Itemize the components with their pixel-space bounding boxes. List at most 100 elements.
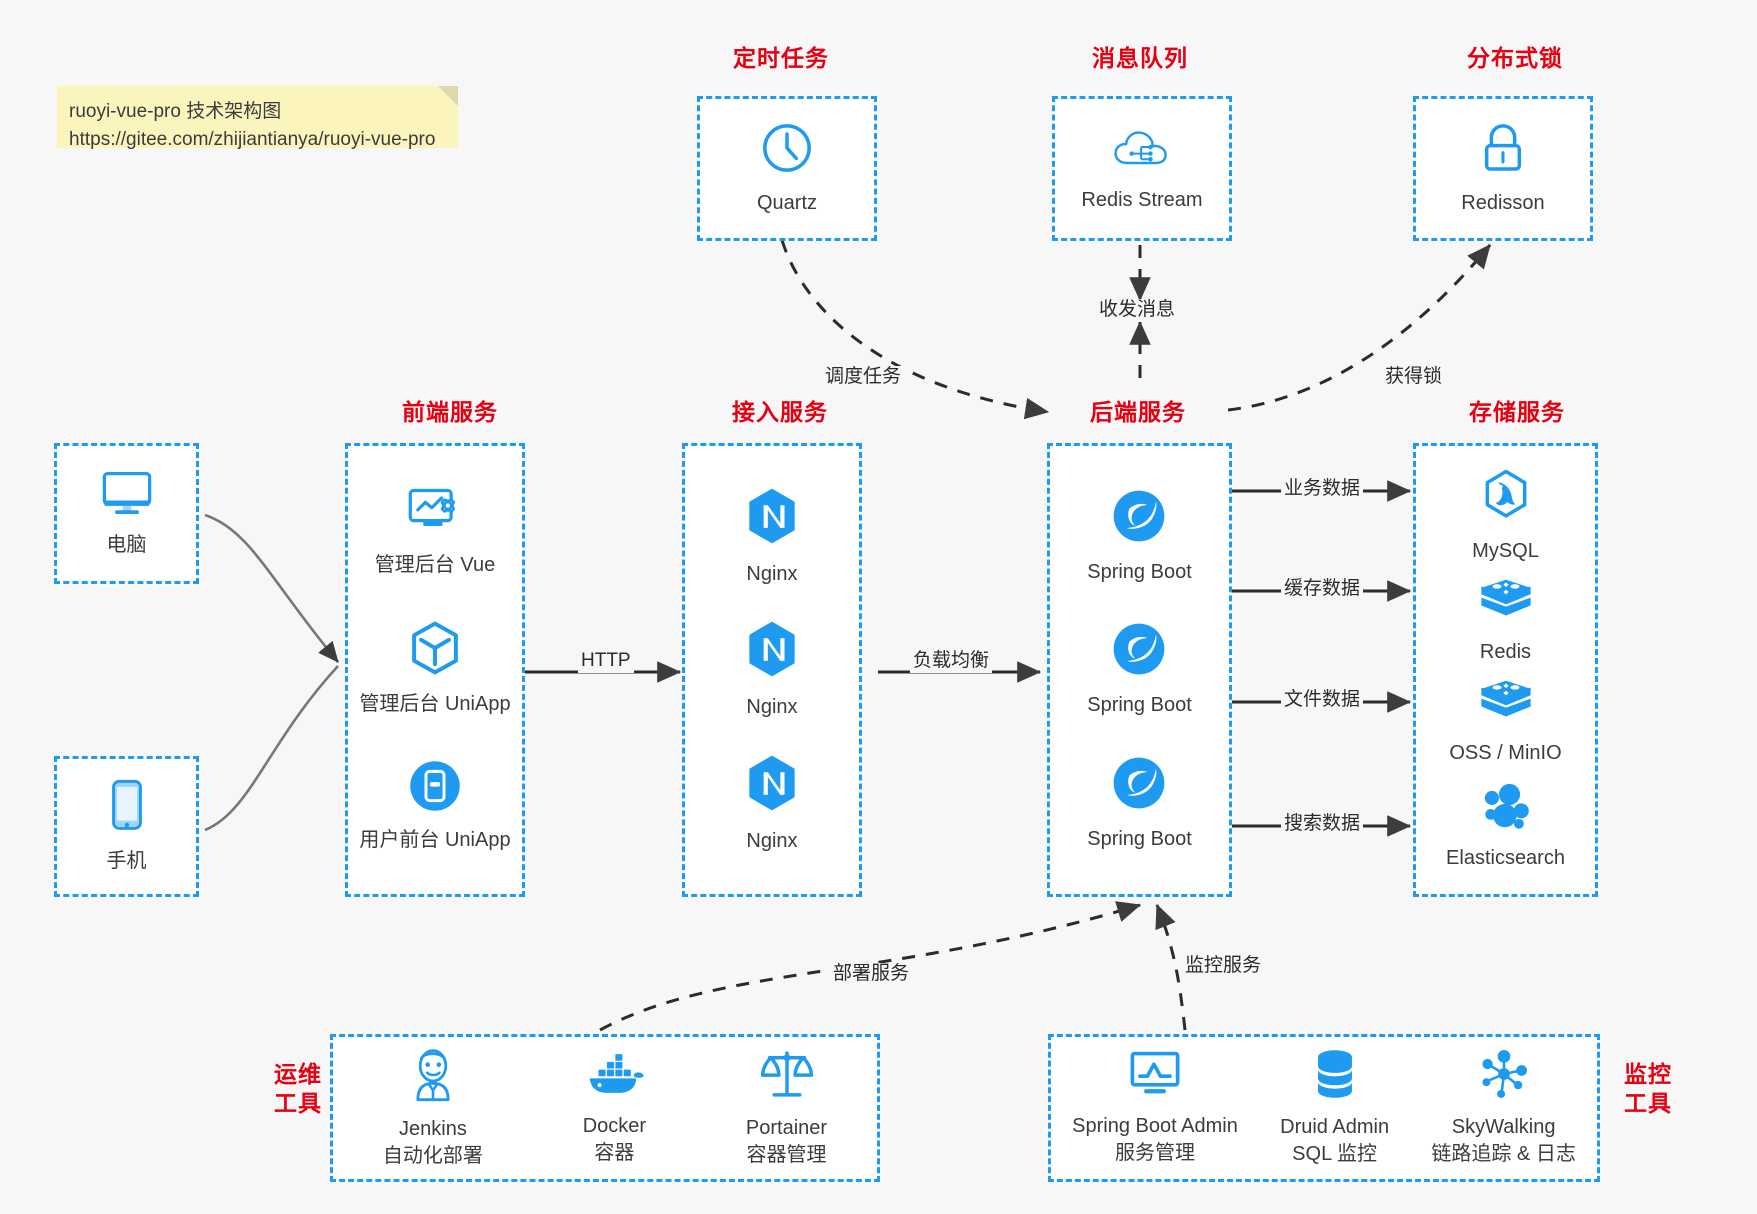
group-backend-service[interactable]: Spring Boot Spring Boot Spring Boot (1047, 443, 1232, 897)
node-sublabel: 容器管理 (746, 1144, 827, 1166)
caption-line-2: 工具 (1624, 1089, 1672, 1116)
edge-label-deploy-service: 部署服务 (830, 963, 913, 986)
node-sublabel: 容器 (594, 1142, 635, 1164)
caption-message-queue: 消息队列 (1092, 45, 1188, 71)
node-label: Spring Boot (1087, 561, 1192, 584)
dashboard-gear-icon (406, 486, 464, 543)
group-access-service[interactable]: Nginx Nginx Nginx (682, 443, 862, 897)
group-client-computer[interactable]: 电脑 (54, 443, 199, 584)
group-frontend-service[interactable]: 管理后台 Vue 管理后台 UniApp 用户前台 UniApp (345, 443, 525, 897)
group-client-phone[interactable]: 手机 (54, 756, 199, 897)
node-admin-uniapp[interactable]: 管理后台 UniApp (359, 619, 511, 718)
node-oss-minio[interactable]: OSS / MinIO (1449, 678, 1562, 767)
node-user-uniapp[interactable]: 用户前台 UniApp (359, 759, 511, 854)
edge-label-load-balance: 负载均衡 (910, 650, 993, 673)
node-nginx-3[interactable]: Nginx (743, 752, 801, 855)
node-computer[interactable]: 电脑 (99, 468, 155, 559)
group-devops-tools[interactable]: Jenkins 自动化部署 (330, 1034, 880, 1182)
edge-label-http: HTTP (578, 650, 634, 673)
node-nginx-1[interactable]: Nginx (743, 485, 801, 588)
node-label: Nginx (746, 829, 798, 852)
monitor-icon (99, 468, 155, 523)
caption-line-1: 监控 (1624, 1061, 1672, 1087)
node-nginx-2[interactable]: Nginx (743, 618, 801, 721)
smartphone-icon (107, 778, 147, 839)
nginx-icon (743, 485, 801, 552)
node-label: Redisson (1461, 192, 1545, 214)
mobile-app-icon (408, 759, 462, 818)
node-label: Quartz (756, 192, 818, 214)
nginx-icon (743, 618, 801, 685)
node-jenkins[interactable]: Jenkins 自动化部署 (383, 1046, 483, 1170)
lock-icon (1477, 120, 1529, 181)
node-label: Nginx (746, 696, 798, 719)
edge-label-business-data: 业务数据 (1281, 478, 1364, 501)
caption-scheduled-task: 定时任务 (733, 45, 829, 71)
node-label: Druid Admin (1280, 1116, 1390, 1138)
node-spring-boot-3[interactable]: Spring Boot (1087, 754, 1192, 853)
node-label: 用户前台 UniApp (359, 828, 511, 851)
node-redis-stream[interactable]: Redis Stream (1081, 123, 1203, 214)
object-storage-icon (1478, 678, 1534, 731)
node-label: Jenkins (399, 1118, 467, 1140)
caption-access-service: 接入服务 (732, 399, 828, 425)
edge-label-search-data: 搜索数据 (1281, 813, 1364, 836)
note-url: https://gitee.com/zhijiantianya/ruoyi-vu… (69, 128, 436, 150)
node-mysql[interactable]: MySQL (1472, 468, 1539, 565)
caption-frontend-service: 前端服务 (402, 399, 498, 425)
docker-whale-icon (583, 1049, 645, 1104)
redis-icon (1478, 577, 1534, 630)
edge-label-send-receive-message: 收发消息 (1096, 299, 1179, 322)
elasticsearch-icon (1479, 779, 1533, 836)
node-quartz[interactable]: Quartz (757, 120, 817, 217)
node-redis[interactable]: Redis (1478, 577, 1534, 666)
node-label: Elasticsearch (1446, 847, 1565, 869)
node-portainer[interactable]: Portainer 容器管理 (746, 1047, 827, 1169)
cube-hexagon-icon (407, 619, 463, 682)
node-druid-admin[interactable]: Druid Admin SQL 监控 (1280, 1048, 1389, 1168)
node-redisson[interactable]: Redisson (1461, 120, 1545, 217)
clock-icon (759, 120, 815, 181)
node-label: Nginx (746, 563, 798, 586)
group-distributed-lock[interactable]: Redisson (1413, 96, 1593, 241)
note-fold-corner (438, 86, 458, 106)
group-monitor-tools[interactable]: Spring Boot Admin 服务管理 Druid Admin SQL 监… (1048, 1034, 1600, 1182)
node-label: Docker (582, 1115, 647, 1137)
node-sublabel: 自动化部署 (382, 1145, 483, 1167)
node-spring-boot-1[interactable]: Spring Boot (1087, 487, 1192, 586)
node-docker[interactable]: Docker 容器 (583, 1049, 646, 1167)
group-scheduled-task[interactable]: Quartz (697, 96, 877, 241)
edge-label-monitor-service: 监控服务 (1182, 955, 1265, 978)
skywalking-nodes-icon (1477, 1048, 1531, 1105)
node-label: Spring Boot (1087, 694, 1192, 717)
edge-label-cache-data: 缓存数据 (1281, 578, 1364, 601)
caption-devops-tools: 运维 工具 (263, 1060, 333, 1118)
spring-boot-icon (1110, 620, 1168, 683)
edge-label-schedule-task: 调度任务 (822, 366, 905, 389)
caption-storage-service: 存储服务 (1469, 399, 1565, 425)
edge-label-file-data: 文件数据 (1281, 689, 1364, 712)
node-label: Redis (1479, 641, 1532, 663)
group-storage-service[interactable]: MySQL Redis (1413, 443, 1598, 897)
group-message-queue[interactable]: Redis Stream (1052, 96, 1232, 241)
node-label: Spring Boot Admin (1072, 1115, 1238, 1137)
node-label: 电脑 (106, 534, 147, 556)
node-spring-boot-admin[interactable]: Spring Boot Admin 服务管理 (1072, 1049, 1238, 1167)
caption-monitor-tools: 监控 工具 (1613, 1060, 1683, 1118)
node-admin-vue[interactable]: 管理后台 Vue (375, 486, 495, 579)
node-label: 手机 (106, 850, 147, 872)
edge-label-acquire-lock: 获得锁 (1382, 366, 1446, 389)
node-label: 管理后台 UniApp (359, 693, 511, 716)
node-phone[interactable]: 手机 (107, 778, 147, 875)
node-elasticsearch[interactable]: Elasticsearch (1446, 779, 1565, 872)
node-label: 管理后台 Vue (374, 554, 496, 577)
jenkins-butler-icon (406, 1046, 460, 1107)
spring-boot-icon (1110, 487, 1168, 550)
node-skywalking[interactable]: SkyWalking 链路追踪 & 日志 (1431, 1048, 1576, 1168)
node-spring-boot-2[interactable]: Spring Boot (1087, 620, 1192, 719)
monitor-chart-icon (1127, 1049, 1183, 1104)
diagram-note: ruoyi-vue-pro 技术架构图 https://gitee.com/zh… (57, 86, 458, 150)
caption-line-1: 运维 (274, 1061, 322, 1087)
caption-distributed-lock: 分布式锁 (1467, 45, 1563, 71)
